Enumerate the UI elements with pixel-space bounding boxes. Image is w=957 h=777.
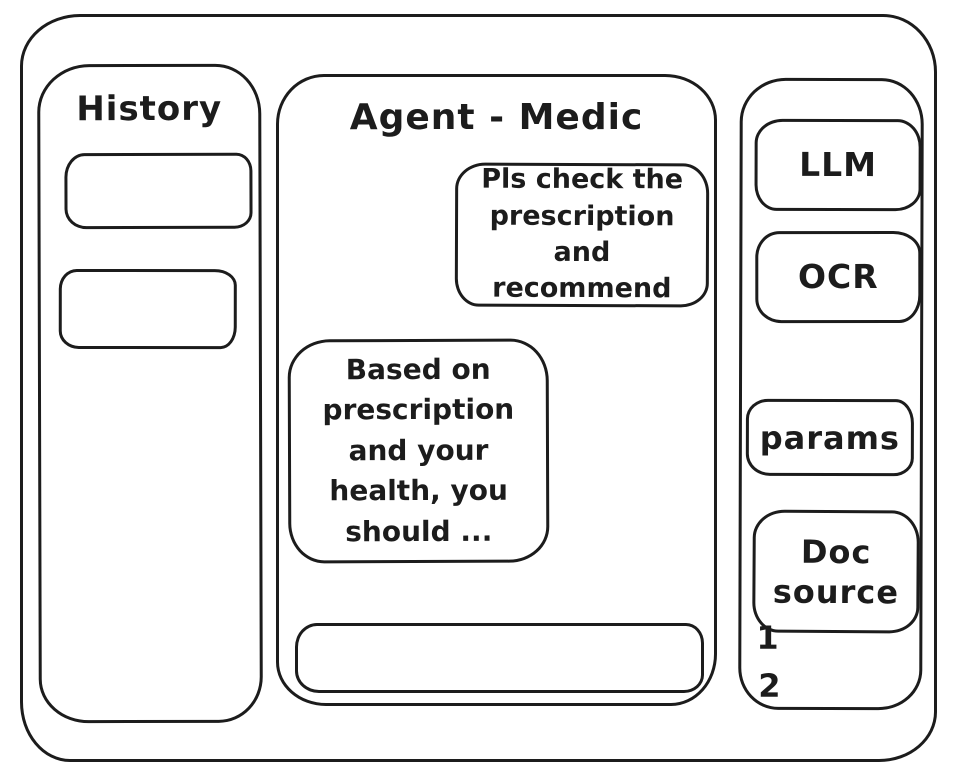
history-item[interactable]: [64, 152, 253, 230]
doc-source-button[interactable]: Doc source: [752, 509, 920, 634]
agent-message-bubble: Based on prescription and your health, y…: [287, 338, 550, 564]
chat-title: Agent - Medic: [349, 97, 644, 138]
history-panel: History: [37, 63, 263, 724]
ocr-button[interactable]: OCR: [755, 230, 922, 324]
doc-source-item[interactable]: 1: [756, 618, 779, 657]
history-title: History: [76, 88, 223, 130]
message-input[interactable]: [295, 623, 704, 693]
params-button[interactable]: params: [745, 398, 914, 477]
user-message-bubble: Pls check the prescription and recommend: [454, 162, 710, 308]
doc-source-item[interactable]: 2: [758, 666, 781, 705]
chat-panel: Agent - Medic Pls check the prescription…: [276, 74, 717, 706]
tools-panel: LLM OCR params Doc source 1 2: [738, 77, 924, 711]
llm-button[interactable]: LLM: [754, 118, 922, 212]
history-item[interactable]: [58, 268, 237, 350]
